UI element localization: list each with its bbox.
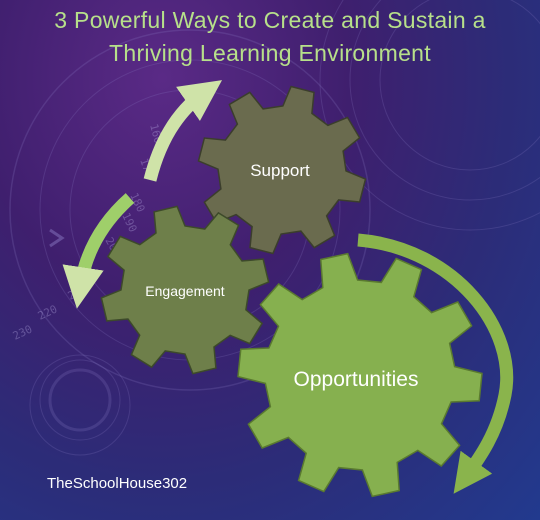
engagement-gear [100, 205, 270, 375]
cycle-arrow-top [143, 80, 223, 182]
cycle-arrow-left [62, 193, 135, 309]
opportunities-gear [237, 252, 483, 498]
page-title: 3 Powerful Ways to Create and Sustain a … [0, 4, 540, 70]
support-label: Support [250, 161, 310, 180]
support-gear [197, 85, 367, 255]
opportunities-label: Opportunities [294, 368, 419, 391]
watermark: TheSchoolHouse302 [47, 475, 188, 492]
title-line-1: 3 Powerful Ways to Create and Sustain a [54, 7, 486, 33]
engagement-label: Engagement [145, 283, 225, 299]
cycle-arrow-right [357, 233, 514, 494]
title-line-2: Thriving Learning Environment [109, 40, 431, 66]
